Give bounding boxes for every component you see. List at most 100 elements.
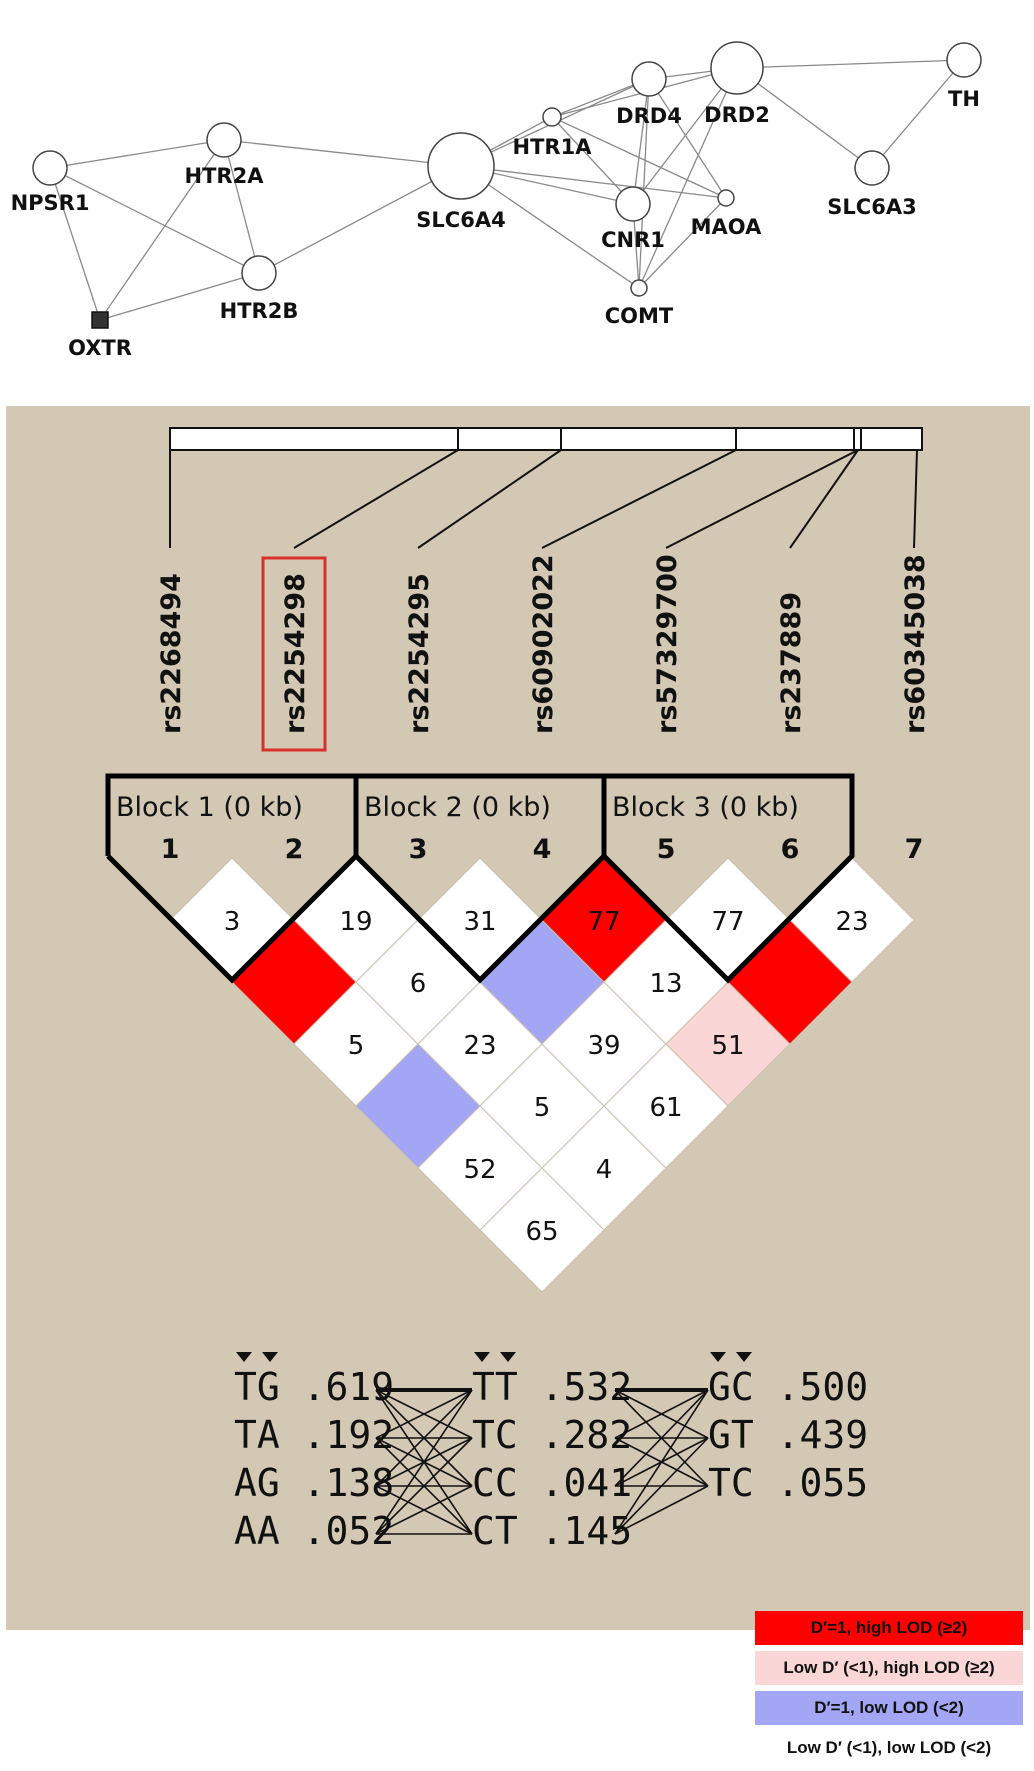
node-htr2a: HTR2A: [185, 122, 265, 188]
node-oxtr: OXTR: [68, 311, 132, 360]
ld-legend: D′=1, high LOD (≥2) Low D′ (<1), high LO…: [755, 1611, 1023, 1771]
node-label: HTR2A: [185, 164, 265, 188]
node-drd2: DRD2: [704, 41, 770, 127]
snp-connector-rs60902022: [541, 449, 737, 549]
ld-cell-value: 23: [463, 1031, 496, 1061]
node-shape: [630, 279, 648, 297]
edge-oxtr-htr2b: [99, 272, 260, 321]
edge-htr2a-htr2b: [223, 139, 260, 274]
haplotype-crossing-line: [614, 1389, 709, 1535]
haplotype-row: CT .145: [472, 1509, 632, 1553]
ld-cell-value: 5: [348, 1031, 365, 1061]
edge-htr2a-oxtr: [99, 139, 225, 321]
ld-cell-value: 61: [649, 1093, 682, 1123]
edge-drd4-cnr1: [632, 78, 650, 205]
node-shape: [631, 61, 667, 97]
ld-cell-value: 77: [711, 907, 744, 937]
tag-snp-marker: [236, 1352, 252, 1362]
haplotype-row: TG .619: [234, 1365, 394, 1409]
snp-label-rs57329700: rs57329700: [652, 554, 683, 734]
tag-snp-marker: [736, 1352, 752, 1362]
edge-htr2b-slc6a4: [258, 165, 462, 274]
legend-item-low-d-high-lod: Low D′ (<1), high LOD (≥2): [755, 1651, 1023, 1685]
haplotype-row: AA .052: [234, 1509, 394, 1553]
ld-cell-value: 51: [711, 1031, 744, 1061]
node-shape: [241, 255, 277, 291]
marker-number-4: 4: [533, 834, 552, 865]
snp-label-rs237889: rs237889: [776, 592, 807, 734]
ld-cell-value: 31: [463, 907, 496, 937]
node-label: SLC6A3: [827, 195, 916, 219]
ld-cell-value: 65: [525, 1217, 558, 1247]
node-slc6a4: SLC6A4: [416, 132, 506, 232]
node-htr1a: HTR1A: [513, 107, 592, 159]
haplotype-crossing-line: [614, 1437, 709, 1535]
ld-cell-value: 13: [649, 969, 682, 999]
node-label: OXTR: [68, 336, 132, 360]
edge-maoa-comt: [638, 197, 727, 289]
tag-snp-marker: [262, 1352, 278, 1362]
ld-cell-value: 23: [835, 907, 868, 937]
snp-connector-rs2254295: [417, 449, 562, 549]
ld-cell-value: 52: [463, 1155, 496, 1185]
haplotype-row: TT .532: [472, 1365, 632, 1409]
haplotype-crossing-line: [375, 1389, 473, 1487]
node-label: CNR1: [601, 228, 665, 252]
marker-number-5: 5: [657, 834, 676, 865]
node-label: DRD2: [704, 103, 770, 127]
haplotype-crossing-line: [375, 1485, 473, 1535]
haplotype-blocks: Block 1 (0 kb)Block 2 (0 kb)Block 3 (0 k…: [105, 773, 855, 984]
snp-label-rs2268494: rs2268494: [156, 573, 187, 734]
edge-drd2-slc6a3: [736, 67, 873, 169]
legend-item-high-ld: D′=1, high LOD (≥2): [755, 1611, 1023, 1645]
haplotype-crossing-line: [614, 1389, 709, 1439]
edge-htr2a-slc6a4: [223, 139, 462, 167]
node-shape: [206, 122, 242, 158]
ld-cell-value: 3: [224, 907, 241, 937]
ld-cell-value: 77: [587, 907, 620, 937]
node-shape: [542, 107, 562, 127]
haplotype-crossing-line: [614, 1389, 709, 1487]
marker-number-6: 6: [781, 834, 800, 865]
snp-connector-rs57329700: [665, 449, 859, 549]
ld-cell-value: 5: [534, 1093, 551, 1123]
node-shape: [854, 150, 890, 186]
legend-item-d1-low-lod: D′=1, low LOD (<2): [755, 1691, 1023, 1725]
snp-label-rs60345038: rs60345038: [900, 554, 931, 734]
node-shape: [946, 42, 982, 78]
marker-number-2: 2: [285, 834, 304, 865]
network-edges: [49, 59, 965, 321]
ld-cell-value: 6: [410, 969, 427, 999]
tag-snp-marker: [500, 1352, 516, 1362]
edge-npsr1-htr2a: [49, 139, 225, 169]
node-th: TH: [946, 42, 982, 111]
node-maoa: MAOA: [691, 189, 762, 239]
ld-cell-value: 39: [587, 1031, 620, 1061]
node-shape: [710, 41, 764, 95]
node-shape: [615, 186, 651, 222]
ruler-bar: [169, 427, 923, 451]
edge-npsr1-oxtr: [49, 167, 101, 321]
node-npsr1: NPSR1: [11, 150, 90, 215]
block-label-3: Block 3 (0 kb): [612, 792, 799, 823]
tag-snp-marker: [710, 1352, 726, 1362]
snp-label-rs2254295: rs2254295: [404, 573, 435, 734]
haplotype-row: CC .041: [472, 1461, 632, 1505]
node-slc6a3: SLC6A3: [827, 150, 917, 219]
haplotype-row: AG .138: [234, 1461, 394, 1505]
node-label: NPSR1: [11, 191, 90, 215]
node-label: COMT: [605, 304, 674, 328]
ld-cell-value: 19: [339, 907, 372, 937]
edge-htr1a-cnr1: [551, 116, 634, 205]
edge-drd4-maoa: [648, 78, 727, 199]
edge-drd4-comt: [638, 78, 650, 289]
edge-npsr1-htr2b: [49, 167, 260, 274]
